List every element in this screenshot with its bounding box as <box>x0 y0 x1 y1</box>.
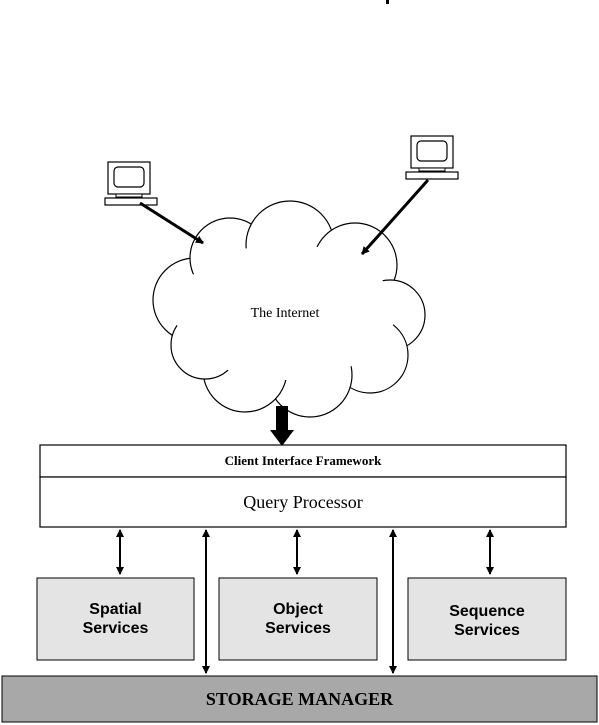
stray-dot-mark <box>386 0 389 4</box>
computer-terminal-icon <box>104 161 158 206</box>
client-interface-framework-label: Client Interface Framework <box>224 453 382 468</box>
spatial-services-label: Spatial Services <box>37 578 194 660</box>
service-label-line1: Spatial <box>89 601 142 618</box>
internet-label: The Internet <box>250 306 320 321</box>
storage-manager-box <box>1 675 598 723</box>
sequence-services-box <box>407 577 567 661</box>
computer-terminal-icon <box>405 135 459 180</box>
cloud-to-framework-arrow <box>270 406 294 446</box>
object-services-label: Object Services <box>219 578 377 660</box>
query-processor-box <box>39 476 567 528</box>
service-label-line2: Services <box>82 620 149 637</box>
right-terminal-arrow <box>360 179 430 255</box>
query-processor-label: Query Processor <box>243 492 363 512</box>
object-services-box <box>218 577 378 661</box>
sequence-services-label: Sequence Services <box>408 580 566 662</box>
service-label-line1: Sequence <box>449 603 525 620</box>
left-terminal-arrow <box>139 201 204 245</box>
service-label-line2: Services <box>265 620 331 637</box>
service-label-line2: Services <box>454 622 520 639</box>
client-interface-framework-box <box>39 444 567 478</box>
storage-manager-label: STORAGE MANAGER <box>205 689 394 709</box>
service-label-line1: Object <box>273 601 323 618</box>
spatial-services-box <box>36 577 195 661</box>
cloud-icon <box>152 200 426 418</box>
